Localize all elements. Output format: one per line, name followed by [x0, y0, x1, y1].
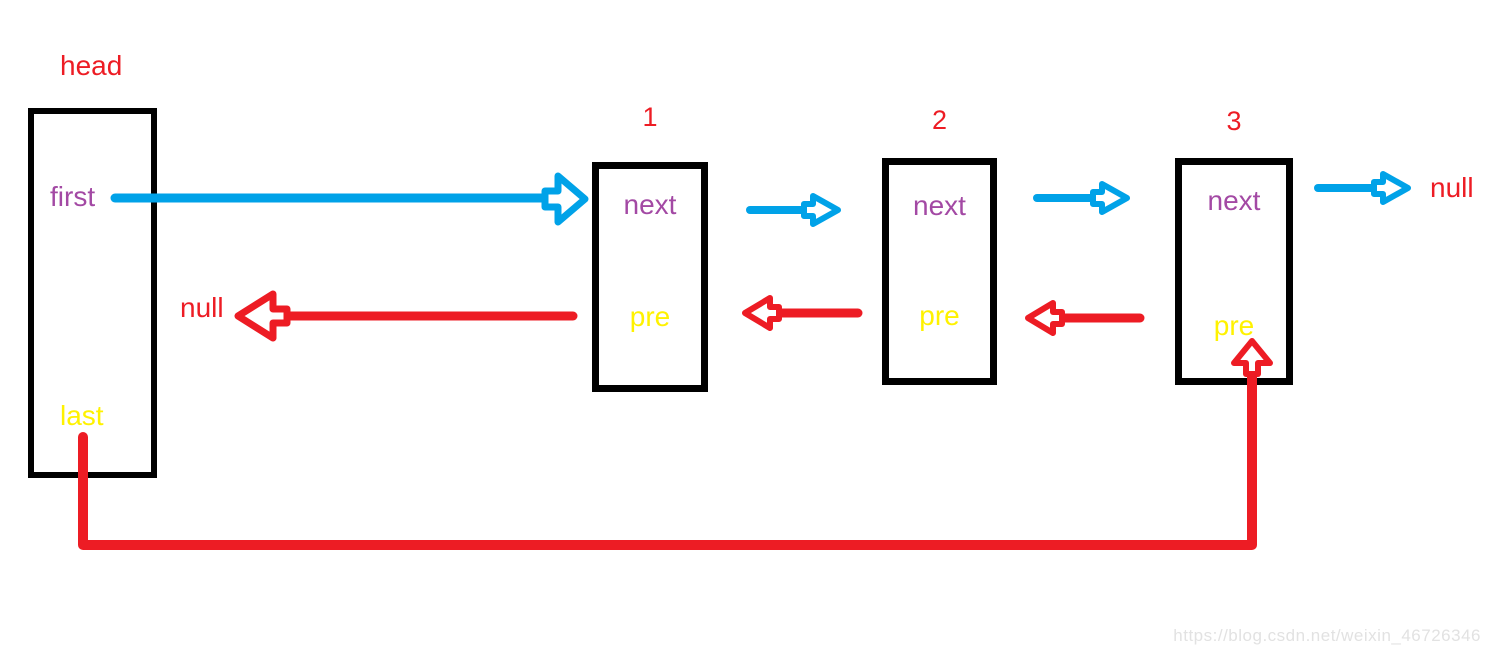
head-label: head: [60, 50, 123, 81]
node-2-pre-label: pre: [919, 300, 960, 331]
next-arrow-node3-to-null: [1314, 171, 1411, 205]
node-1-next-label: next: [623, 189, 677, 220]
first-pointer-label: first: [50, 181, 96, 212]
watermark-url: https://blog.csdn.net/weixin_46726346: [1173, 626, 1481, 645]
node-3-next-label: next: [1207, 185, 1261, 216]
last-arrow-to-node3-pre: [78, 338, 1273, 550]
next-arrow-node2-to-node3: [1033, 181, 1130, 215]
head-node-box: [28, 108, 157, 478]
null-right-label: null: [1430, 172, 1474, 203]
node-1-pre-label: pre: [629, 301, 671, 332]
node-2-next-label: next: [913, 190, 966, 221]
node-3-number: 3: [1226, 106, 1242, 136]
next-arrow-first-to-node1: [110, 172, 589, 226]
node-1-number: 1: [642, 102, 658, 132]
node-3-pre-label: pre: [1213, 310, 1255, 341]
node-1-box: next pre: [592, 162, 708, 392]
next-arrow-node1-to-node2: [746, 193, 841, 227]
node-3-box: next pre: [1175, 158, 1293, 385]
node-2-box: next pre: [882, 158, 997, 385]
null-left-label: null: [180, 292, 224, 323]
pre-arrow-node1-to-null: [234, 290, 578, 342]
pre-arrow-node3-to-node2: [1025, 300, 1145, 336]
node-2-number: 2: [931, 105, 948, 135]
pre-arrow-node2-to-node1: [742, 295, 863, 331]
last-pointer-label: last: [60, 400, 104, 431]
